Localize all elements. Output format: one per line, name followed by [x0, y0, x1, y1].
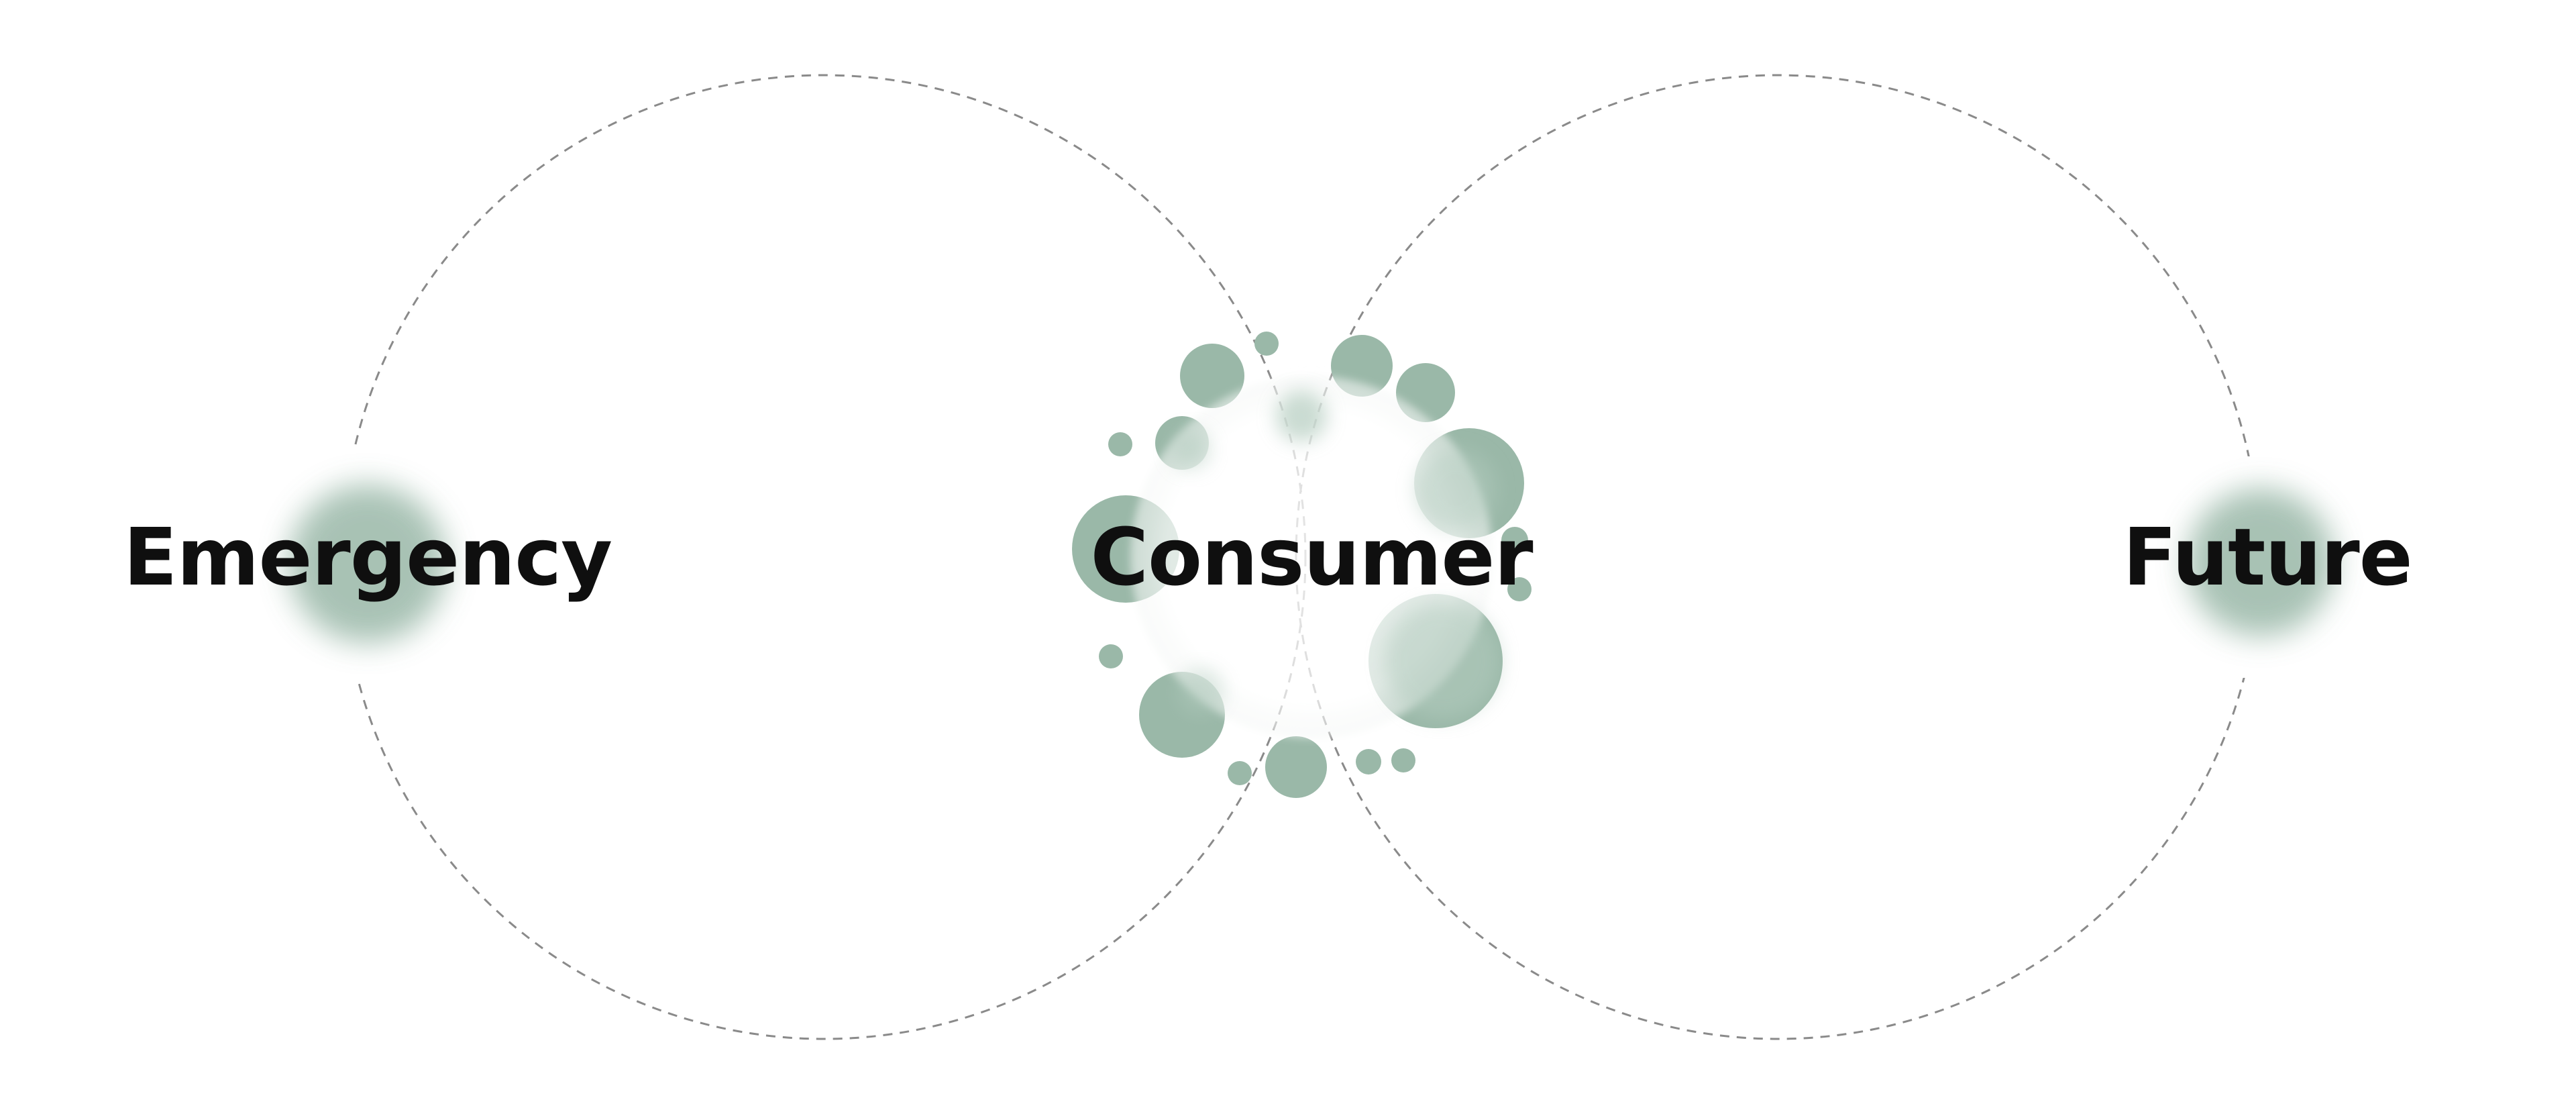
glass-inner-blob [1172, 431, 1210, 468]
consumer-label: Consumer [1090, 511, 1533, 603]
bubble [1507, 577, 1532, 601]
bubble [1265, 736, 1327, 798]
glass-inner-blob [1415, 450, 1496, 530]
glass-inner-blob [1276, 391, 1327, 442]
future-glow [2187, 489, 2334, 636]
bubble [1228, 761, 1252, 785]
bubble [1108, 432, 1132, 456]
bubble [1356, 749, 1381, 774]
glass-inner-blob [1178, 668, 1224, 714]
bubble [1254, 332, 1279, 356]
bubble [1391, 748, 1415, 772]
bubble [1099, 644, 1123, 668]
consumer-glass-disc [1130, 376, 1500, 738]
bubble [1501, 527, 1528, 554]
glass-inner-blob [1385, 603, 1500, 719]
emergency-glow [288, 485, 447, 643]
bubble [1180, 344, 1244, 408]
future-label: Future [2123, 511, 2412, 603]
emergency-label: Emergency [123, 511, 612, 603]
